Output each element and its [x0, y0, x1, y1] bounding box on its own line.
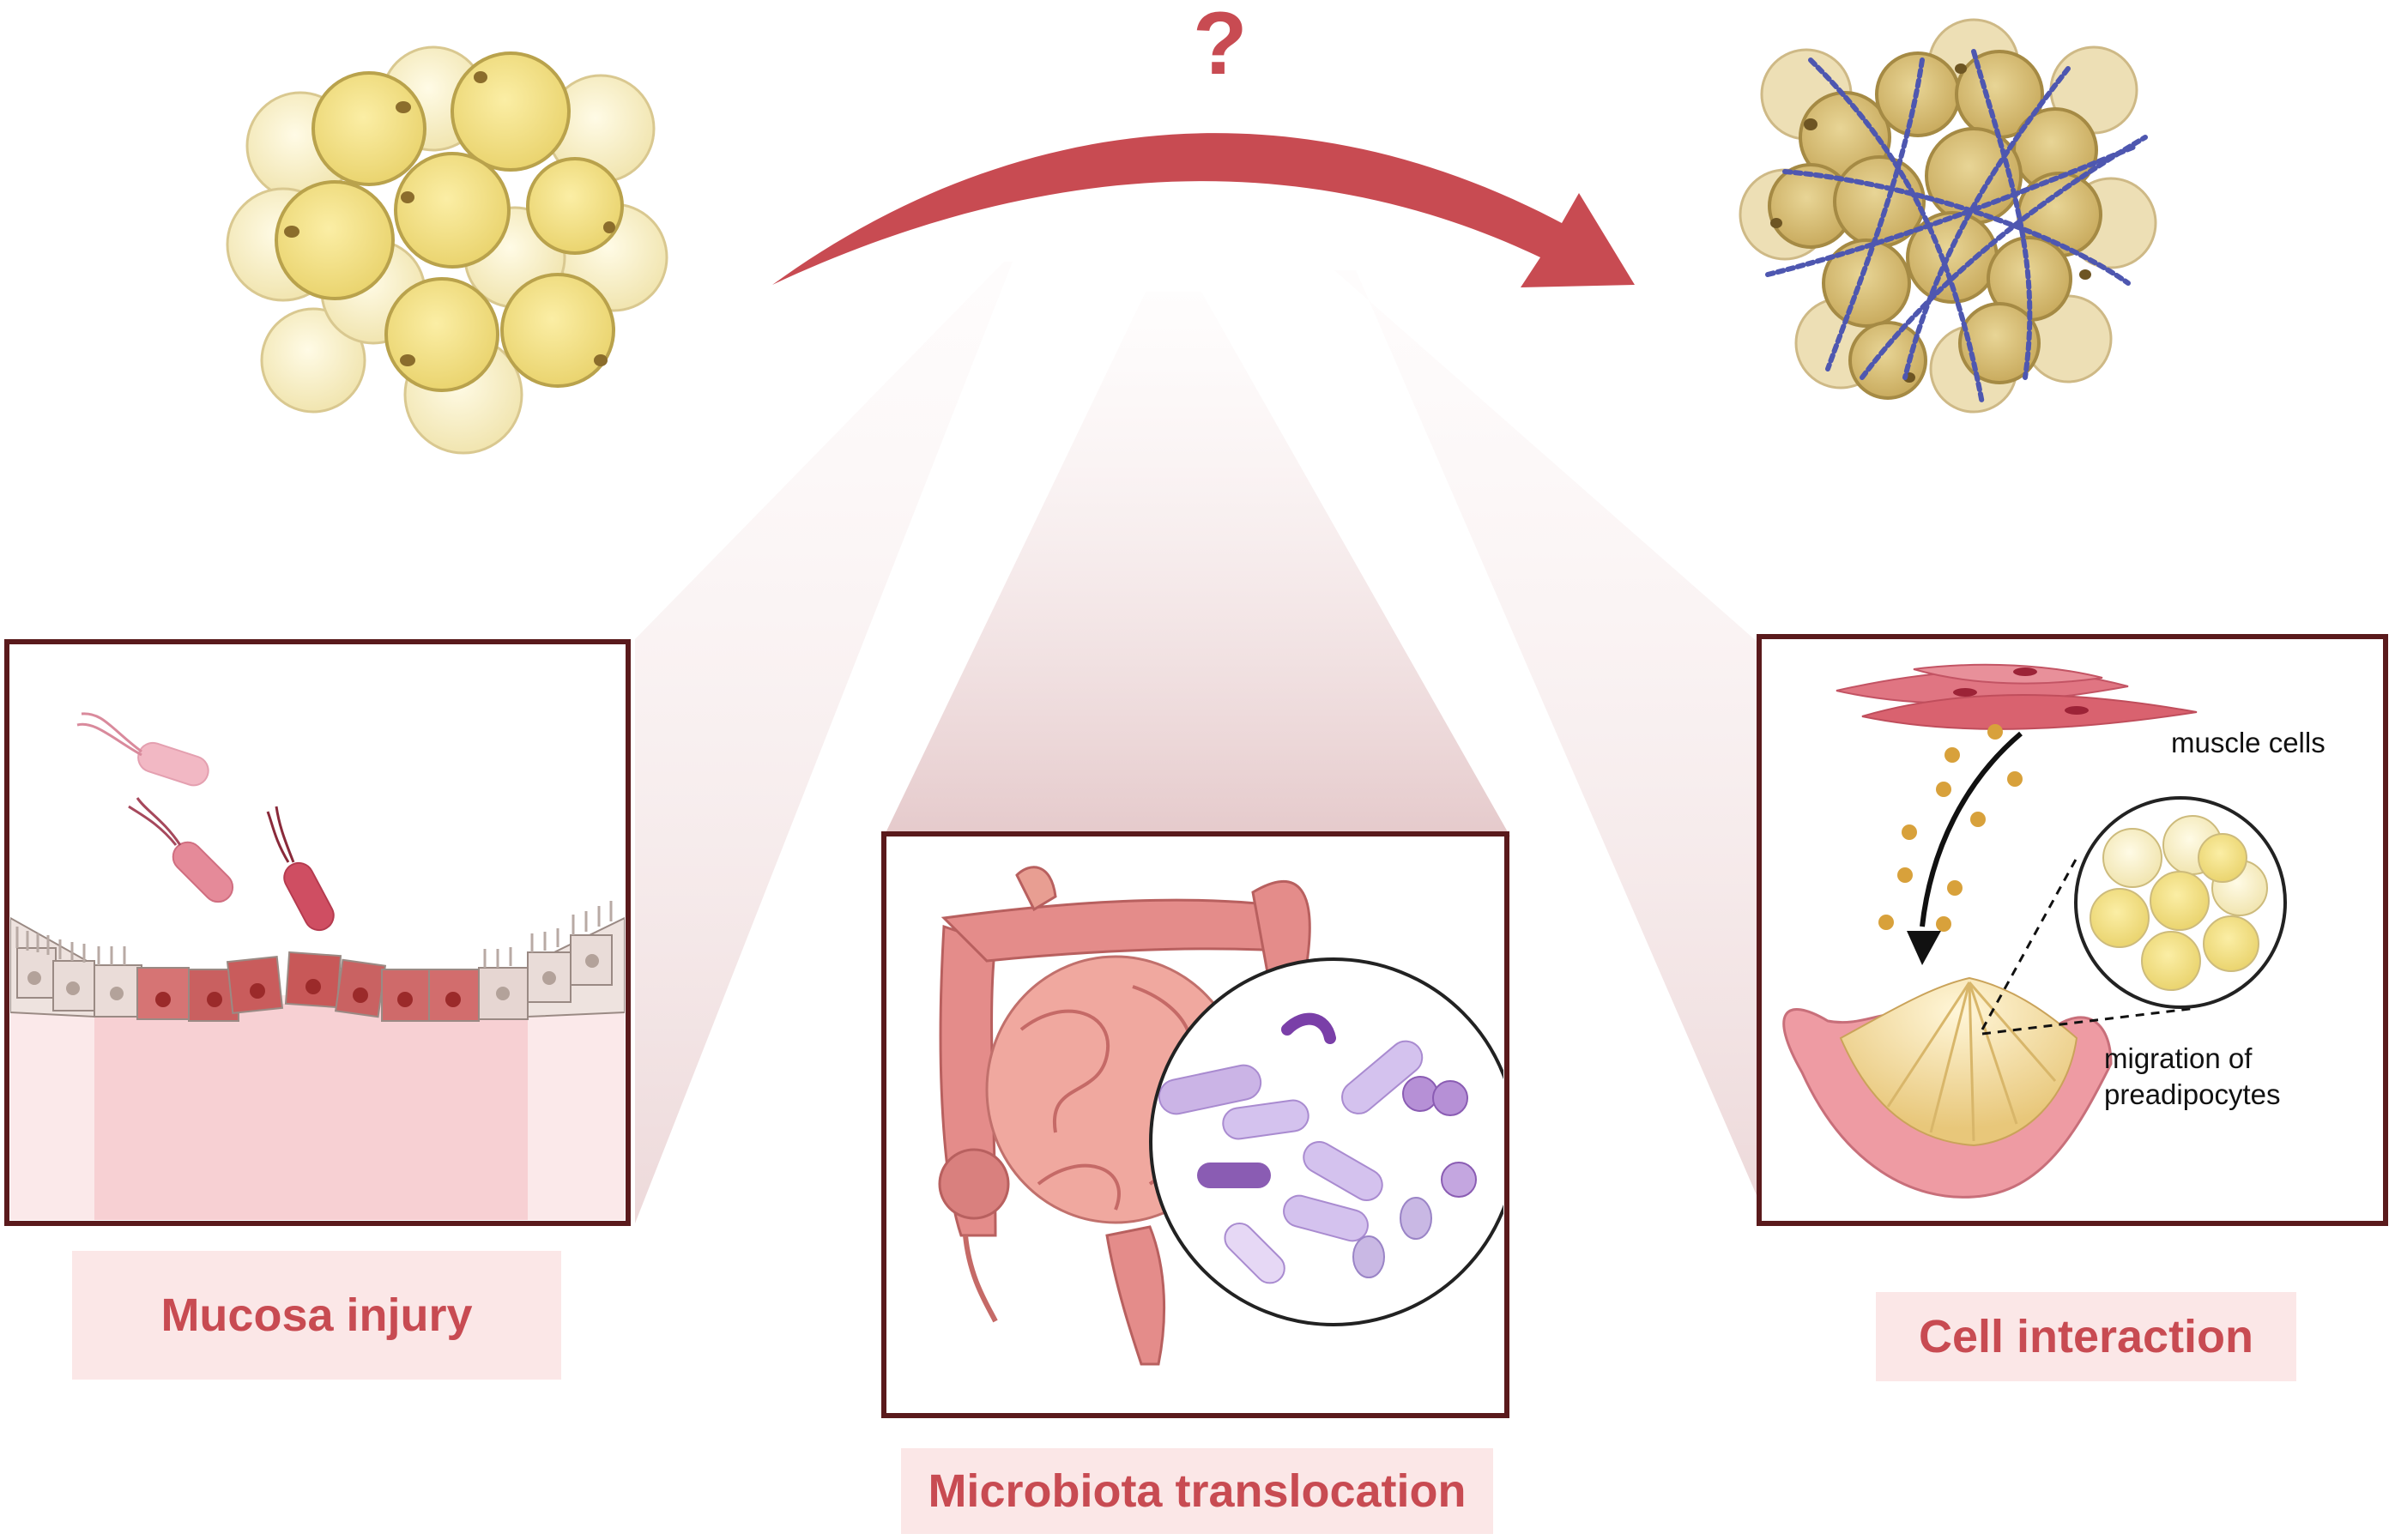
adipocyte-cluster-dark — [275, 51, 624, 392]
curved-arrow-icon — [772, 133, 1635, 287]
annotation-migration-line1: migration of — [2104, 1042, 2253, 1074]
label-mucosa-injury: Mucosa injury — [72, 1251, 561, 1380]
epithelium — [10, 916, 625, 1022]
panel-cell-interaction — [1757, 634, 2388, 1226]
label-mucosa-injury-text: Mucosa injury — [160, 1289, 473, 1341]
label-cell-interaction-text: Cell interaction — [1918, 1311, 2254, 1362]
label-microbiota-translocation-text: Microbiota translocation — [928, 1465, 1467, 1517]
secreted-factors — [1878, 724, 2023, 932]
panel-mucosa — [4, 639, 631, 1226]
label-microbiota-translocation: Microbiota translocation — [901, 1448, 1493, 1534]
label-cell-interaction: Cell interaction — [1876, 1292, 2296, 1381]
annotation-migration-line2: preadipocytes — [2104, 1078, 2281, 1110]
annotation-migration: migration of preadipocytes — [2104, 1041, 2280, 1113]
muscle-cell-icon — [1836, 663, 2198, 730]
annotation-muscle-cells: muscle cells — [2171, 727, 2325, 758]
adipocyte-nuclei — [284, 71, 615, 366]
fibrotic-adipocyte-cluster-icon — [1739, 18, 2157, 414]
question-mark: ? — [1193, 0, 1248, 94]
light-beams — [635, 262, 1759, 1223]
bacteria-icon — [76, 712, 335, 932]
panel-microbiota — [881, 831, 1509, 1418]
bacteria-icon — [1158, 1012, 1477, 1284]
